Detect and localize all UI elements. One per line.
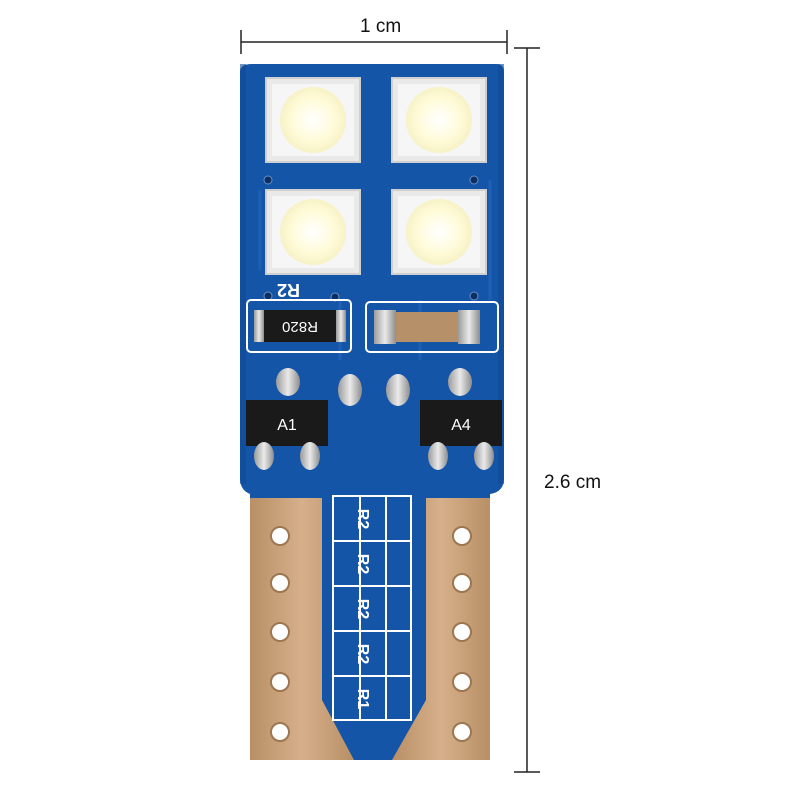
transistor-a1	[246, 400, 328, 470]
height-dimension	[514, 47, 540, 773]
gold-contact-left	[250, 498, 354, 760]
transistor-a4-marking: A4	[451, 417, 471, 434]
resistor-r820	[246, 299, 352, 353]
led-chip-bottom-left	[265, 189, 361, 275]
height-label: 2.6 cm	[544, 472, 602, 493]
resistor-marking: R820	[282, 318, 318, 335]
pad-marking-grid	[332, 495, 412, 721]
solder-pads-middle	[276, 368, 472, 406]
led-chip-top-right	[391, 77, 487, 163]
pad-marking-1: R2	[354, 508, 372, 530]
pad-marking-3: R2	[354, 598, 372, 620]
pad-marking-5: R1	[354, 688, 372, 710]
capacitor	[365, 301, 499, 353]
width-label: 1 cm	[360, 16, 402, 37]
width-dimension	[240, 30, 508, 54]
led-chip-bottom-right	[391, 189, 487, 275]
led-chip-top-left	[265, 77, 361, 163]
transistor-a4	[420, 400, 502, 470]
gold-contact-right	[392, 498, 490, 760]
r2-silkscreen: R2	[277, 280, 300, 300]
transistor-a1-marking: A1	[277, 417, 297, 434]
pad-marking-4: R2	[354, 643, 372, 665]
pad-marking-2: R2	[354, 553, 372, 575]
